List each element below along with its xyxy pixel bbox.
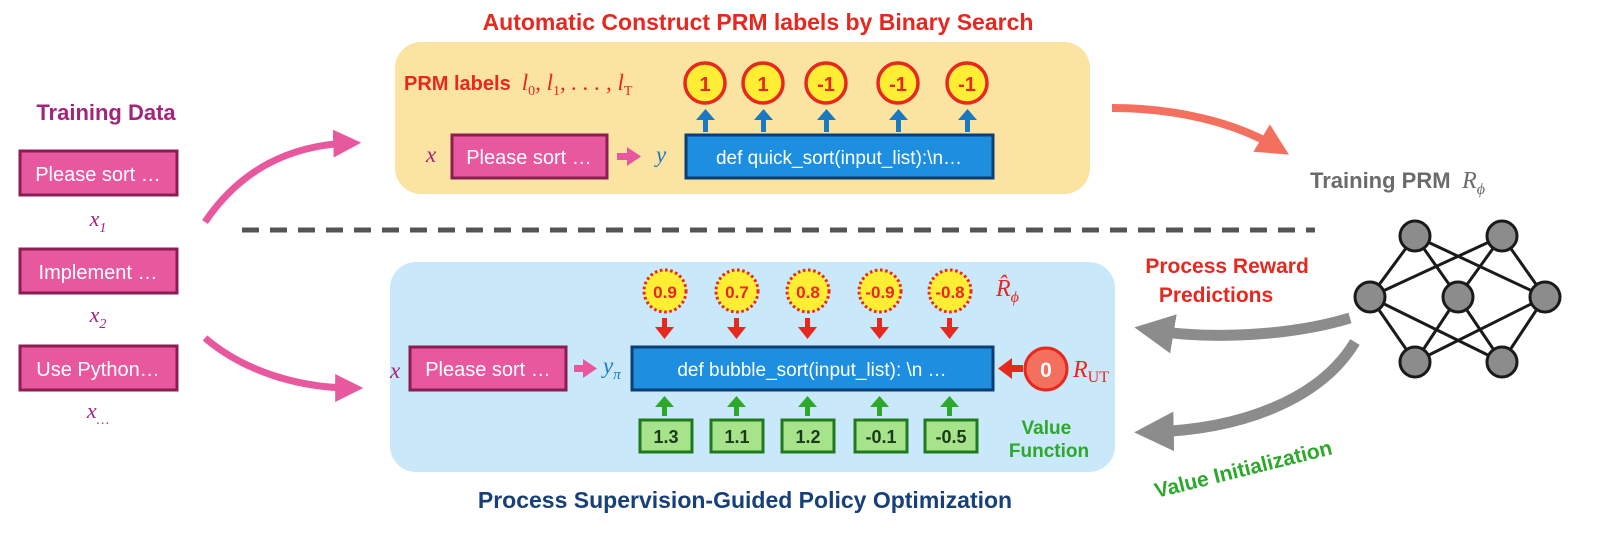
prm-label-circle-3 <box>804 61 848 105</box>
value-box-1 <box>638 418 694 454</box>
prm-prompt: Please sort … <box>466 147 592 169</box>
prm-prompt-to-y-arrow <box>617 147 641 166</box>
r-hat-symbol: R̂ϕ <box>995 275 1019 306</box>
value-4: -0.1 <box>865 427 896 447</box>
ut-left-arrow <box>998 358 1023 379</box>
prm-label-circle-5 <box>945 61 989 105</box>
prm-x-var: x <box>425 142 437 167</box>
reward-circle-2 <box>714 268 760 314</box>
value-init-arrow <box>1134 339 1360 452</box>
training-prompt-2: Implement … <box>39 262 158 284</box>
prm-label-2: 1 <box>757 74 768 96</box>
training-prompt-3: Use Python… <box>36 359 159 381</box>
value-box-2 <box>709 418 765 454</box>
training-var-1: x1 <box>89 206 107 236</box>
training-prompt-box-1[interactable] <box>18 149 179 197</box>
reward-circle-3 <box>785 268 831 314</box>
ut-reward-circle <box>1023 346 1069 392</box>
reward-circle-1 <box>642 268 688 314</box>
value-boxes: 1.3 1.1 1.2 -0.1 -0.5 <box>638 418 979 454</box>
policy-prompt-box[interactable] <box>408 345 568 392</box>
policy-prompt: Please sort … <box>425 359 551 381</box>
policy-code: def bubble_sort(input_list): \n … <box>677 360 946 381</box>
reward-circle-5 <box>927 268 973 314</box>
reward-prediction-2: 0.7 <box>725 283 749 302</box>
reward-prediction-5: -0.8 <box>935 283 964 302</box>
prm-label-1: 1 <box>699 74 710 96</box>
ut-reward-value: 0 <box>1040 359 1052 382</box>
value-5: -0.5 <box>935 427 966 447</box>
prm-to-training-arrow <box>1111 104 1289 155</box>
reward-circle-4 <box>857 268 903 314</box>
reward-down-arrows <box>655 318 959 339</box>
reward-prediction-4: -0.9 <box>865 283 894 302</box>
prm-label-5: -1 <box>958 74 976 96</box>
prm-label-3: -1 <box>817 74 835 96</box>
value-init-label: Value Initialization <box>1152 437 1334 503</box>
prm-labels-caption: PRM labels l0, l1, . . . , lT <box>404 70 633 99</box>
policy-prompt-to-y-arrow <box>574 359 597 378</box>
prm-label-circles: 1 1 -1 -1 -1 <box>683 61 989 105</box>
training-data-heading: Training Data <box>36 100 176 125</box>
training-prompt-1: Please sort … <box>35 164 161 186</box>
prm-code-box[interactable] <box>684 133 995 180</box>
predictions-label: Process Reward Predictions <box>1145 255 1314 307</box>
policy-y-var: yπ <box>601 353 621 383</box>
value-up-arrows <box>655 396 959 416</box>
policy-opt-title: Process Supervision-Guided Policy Optimi… <box>478 487 1012 513</box>
policy-code-box[interactable] <box>630 345 995 392</box>
value-box-4 <box>853 418 909 454</box>
prm-label-circle-2 <box>741 61 785 105</box>
training-prm-label: Training PRM Rϕ <box>1310 168 1485 198</box>
prm-label-4: -1 <box>889 74 907 96</box>
value-function-label: Value Function <box>1009 418 1089 462</box>
training-var-2: x2 <box>89 302 107 332</box>
prm-construct-title: Automatic Construct PRM labels by Binary… <box>483 9 1034 35</box>
prm-label-circle-1 <box>683 61 727 105</box>
r-ut-symbol: RUT <box>1072 357 1109 386</box>
training-var-3: x… <box>86 398 109 428</box>
value-box-5 <box>923 418 979 454</box>
value-2: 1.1 <box>724 427 749 447</box>
neural-network-icon <box>1353 219 1562 379</box>
reward-prediction-1: 0.9 <box>653 283 677 302</box>
prm-label-up-arrows <box>696 109 977 132</box>
prm-y-var: y <box>654 142 667 167</box>
reward-prediction-circles: 0.9 0.7 0.8 -0.9 -0.8 <box>642 268 973 314</box>
training-prompt-box-3[interactable] <box>18 344 179 392</box>
training-prompt-box-2[interactable] <box>18 247 179 295</box>
prm-code: def quick_sort(input_list):\n… <box>716 148 962 169</box>
value-3: 1.2 <box>795 427 820 447</box>
prm-label-circle-4 <box>876 61 920 105</box>
value-box-3 <box>780 418 836 454</box>
policy-x-var: x <box>389 358 401 383</box>
data-to-policy-arrow <box>202 335 364 402</box>
prm-prompt-box[interactable] <box>450 133 609 180</box>
prm-predictions-arrow <box>1134 312 1352 354</box>
data-to-prm-arrow <box>202 129 362 224</box>
reward-prediction-3: 0.8 <box>796 283 820 302</box>
value-1: 1.3 <box>653 427 678 447</box>
